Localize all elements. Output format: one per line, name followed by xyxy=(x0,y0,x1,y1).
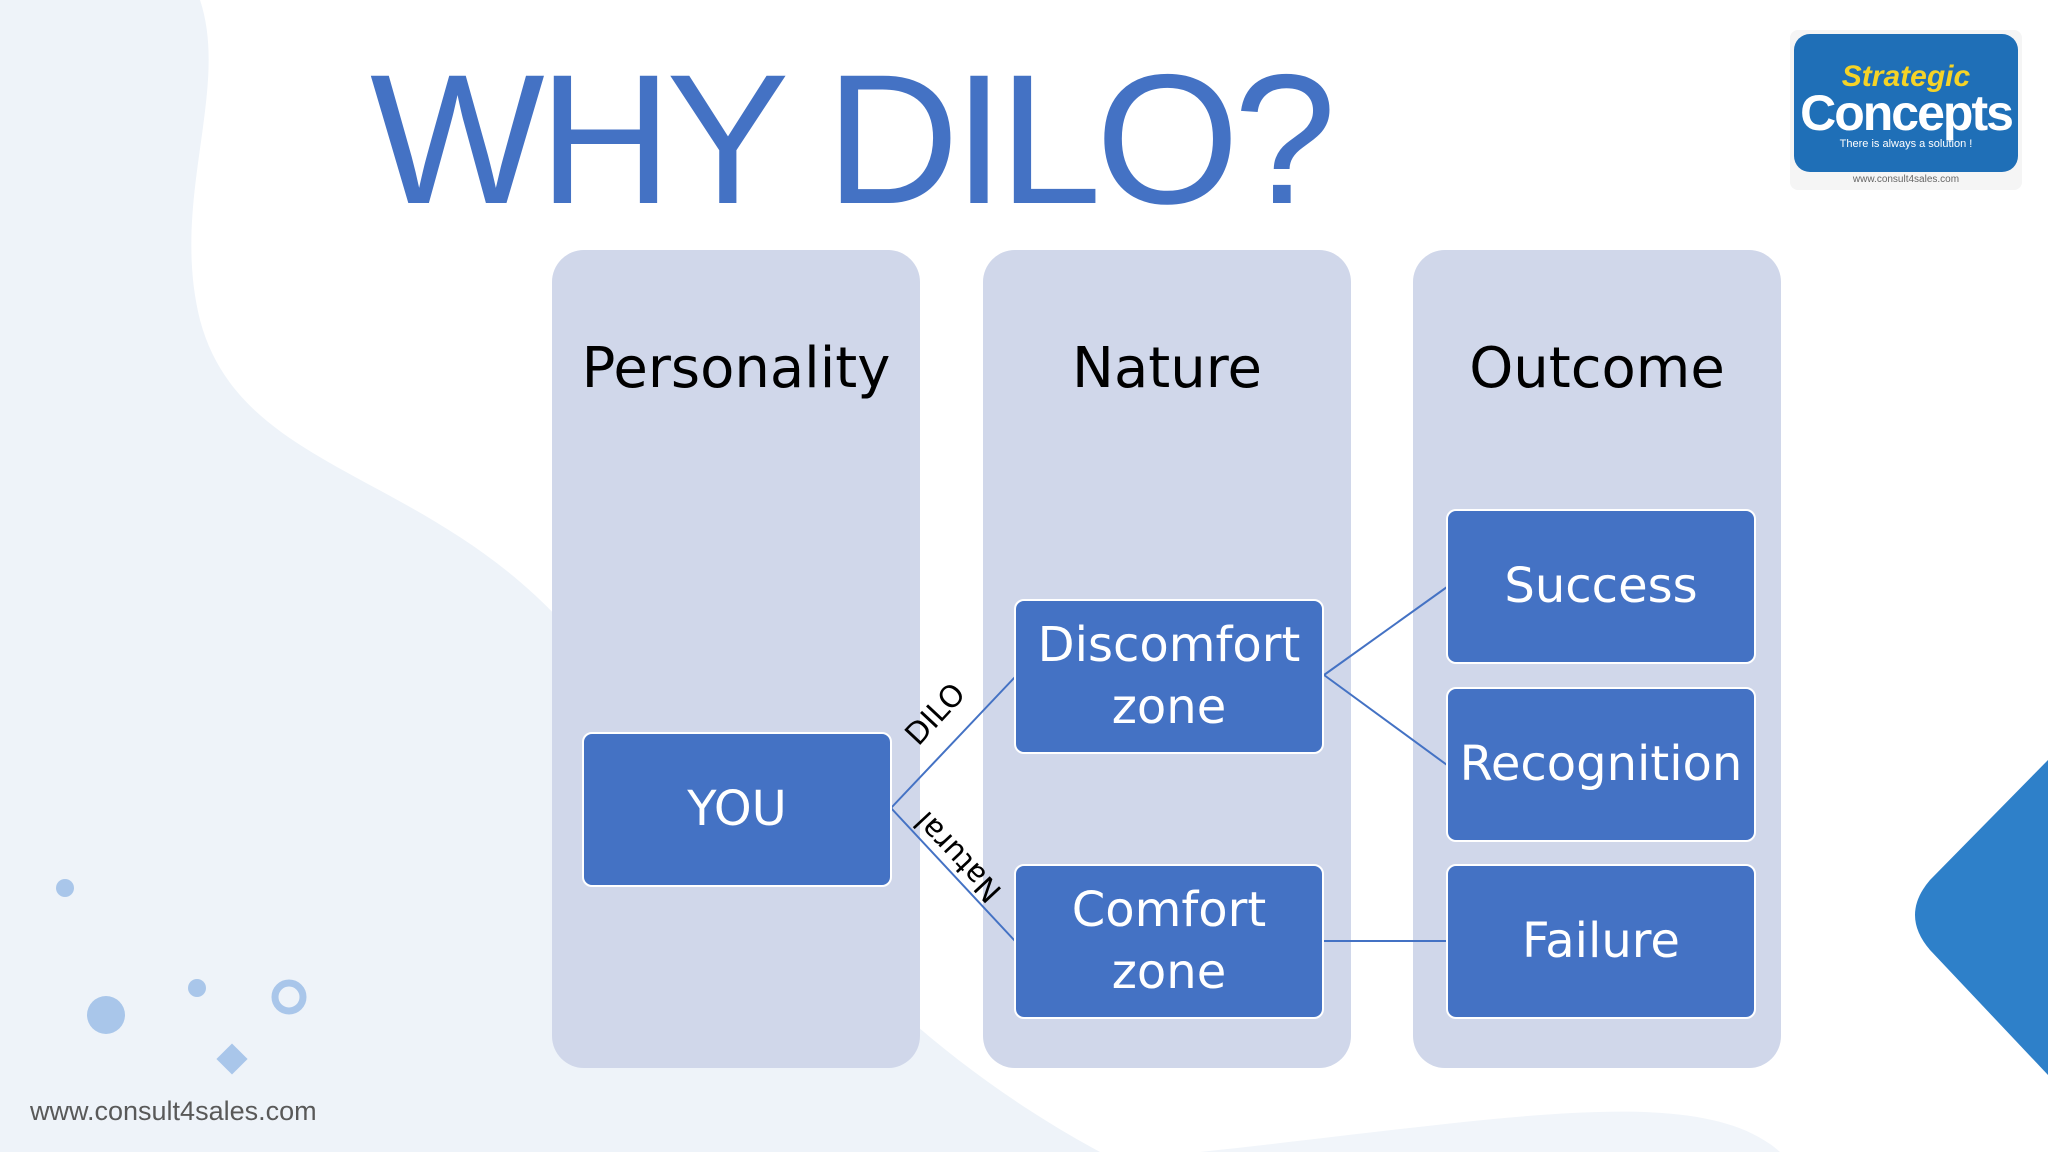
page-title: WHY DILO? xyxy=(370,37,1336,243)
logo-tagline: There is always a solution ! xyxy=(1839,138,1973,150)
node-recognition: Recognition xyxy=(1446,687,1756,842)
background-band-shape xyxy=(1200,1111,1780,1152)
column-heading-nature: Nature xyxy=(1072,336,1262,401)
decor-ring xyxy=(271,979,307,1015)
decor-dot-2 xyxy=(87,996,125,1034)
column-heading-outcome: Outcome xyxy=(1469,336,1725,401)
logo-url: www.consult4sales.com xyxy=(1852,174,1960,185)
strategic-concepts-logo: Strategic Concepts There is always a sol… xyxy=(1790,30,2022,190)
footer-website-link[interactable]: www.consult4sales.com xyxy=(30,1096,317,1126)
decor-corner-diamond xyxy=(1915,760,2048,1075)
node-success: Success xyxy=(1446,509,1756,664)
background-wave-shape xyxy=(0,0,1100,1152)
node-discomfort-zone: Discomfort zone xyxy=(1014,599,1324,754)
column-heading-personality: Personality xyxy=(581,336,891,401)
decor-dot-1 xyxy=(56,879,74,897)
logo-badge: Strategic Concepts There is always a sol… xyxy=(1794,34,2018,172)
column-personality: Personality xyxy=(552,250,920,1068)
node-failure: Failure xyxy=(1446,864,1756,1019)
decor-dot-3 xyxy=(188,979,206,997)
logo-line1: Strategic xyxy=(1841,60,1971,93)
logo-line2: Concepts xyxy=(1800,85,2014,141)
node-you: YOU xyxy=(582,732,892,887)
node-comfort-zone: Comfort zone xyxy=(1014,864,1324,1019)
